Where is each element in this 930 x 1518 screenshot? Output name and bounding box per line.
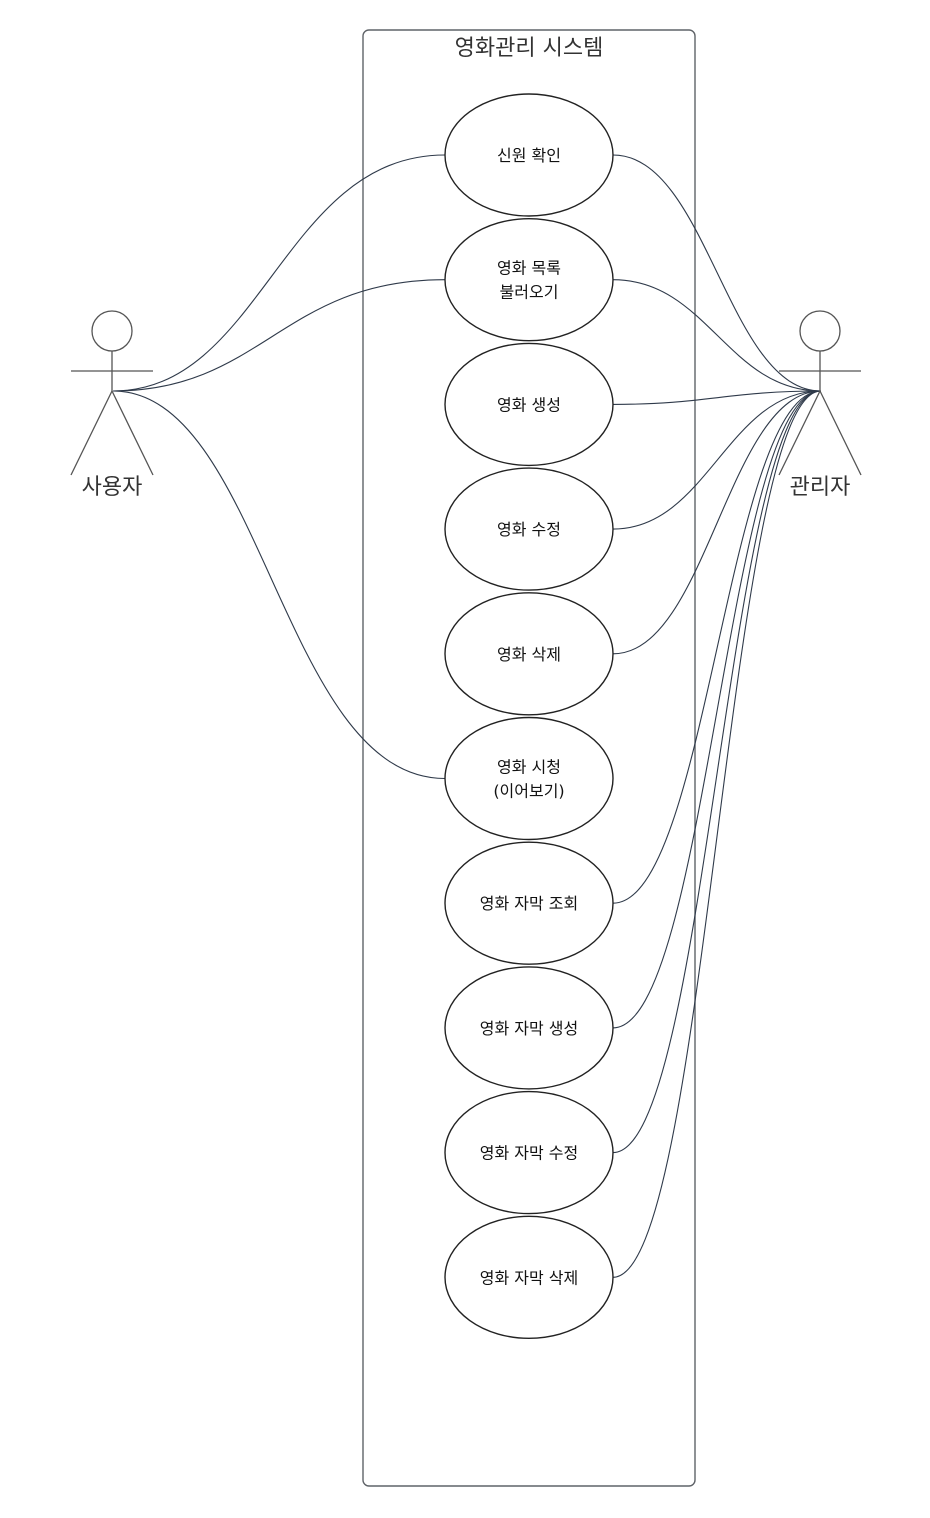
- use-case-label: 영화 자막 삭제: [480, 1268, 579, 1287]
- actor-user-name: 사용자: [82, 475, 143, 500]
- use-case-watch-movie[interactable]: 영화 시청 (이어보기): [444, 716, 614, 841]
- use-case-ellipse: [444, 218, 614, 342]
- actor-admin-name: 관리자: [790, 475, 851, 500]
- association-user-load-movie-list: [112, 279, 446, 392]
- actor-admin-head: [799, 310, 841, 352]
- use-case-edit-subtitles[interactable]: 영화 자막 수정: [444, 1090, 614, 1215]
- association-admin-load-movie-list: [612, 279, 822, 392]
- use-case-label: 영화 삭제: [497, 645, 561, 664]
- use-case-verify-identity[interactable]: 신원 확인: [444, 93, 614, 217]
- association-admin-delete-subtitles: [612, 390, 822, 1278]
- association-admin-verify-identity: [612, 154, 822, 392]
- use-case-label: 영화 시청: [497, 758, 561, 777]
- use-case-ellipse: [444, 1090, 614, 1215]
- use-case-label: (이어보기): [493, 782, 564, 801]
- use-case-delete-movie[interactable]: 영화 삭제: [444, 592, 614, 716]
- use-case-ellipse: [444, 966, 614, 1090]
- use-case-edit-movie[interactable]: 영화 수정: [444, 467, 614, 591]
- association-admin-view-subtitles: [612, 390, 822, 904]
- use-case-label: 영화 자막 생성: [480, 1019, 579, 1038]
- use-case-ellipse: [444, 841, 614, 965]
- actor-user[interactable]: 사용자: [70, 310, 154, 500]
- association-lines: [112, 154, 822, 1278]
- actor-admin[interactable]: 관리자: [778, 310, 862, 500]
- use-case-ellipse: [444, 342, 614, 467]
- association-user-watch-movie: [112, 390, 446, 780]
- association-user-verify-identity: [112, 154, 446, 392]
- use-case-ellipse: [444, 467, 614, 591]
- use-case-ellipse: [444, 1215, 614, 1340]
- use-case-ellipse: [444, 93, 614, 217]
- system-title: 영화관리 시스템: [455, 36, 604, 61]
- association-admin-edit-movie: [612, 390, 822, 530]
- use-case-label: 불러오기: [500, 283, 559, 302]
- use-case-label: 영화 목록: [497, 259, 561, 278]
- use-case-ellipse: [444, 592, 614, 716]
- use-case-label: 영화 수정: [497, 520, 561, 539]
- association-admin-delete-movie: [612, 390, 822, 655]
- use-case-ellipse: [444, 716, 614, 841]
- use-case-label: 신원 확인: [497, 146, 561, 165]
- use-case-create-subtitles[interactable]: 영화 자막 생성: [444, 966, 614, 1090]
- association-admin-create-subtitles: [612, 390, 822, 1029]
- use-case-label: 영화 자막 수정: [480, 1144, 579, 1163]
- use-case-delete-subtitles[interactable]: 영화 자막 삭제: [444, 1215, 614, 1340]
- actor-user-right-leg: [111, 390, 154, 476]
- actor-user-head: [91, 310, 133, 352]
- use-case-create-movie[interactable]: 영화 생성: [444, 342, 614, 467]
- actor-user-left-leg: [70, 390, 113, 476]
- actor-admin-left-leg: [778, 390, 821, 476]
- use-case-label: 영화 자막 조회: [480, 894, 579, 913]
- actor-admin-right-leg: [819, 390, 862, 476]
- use-case-view-subtitles[interactable]: 영화 자막 조회: [444, 841, 614, 965]
- association-admin-edit-subtitles: [612, 390, 822, 1154]
- association-admin-create-movie: [612, 390, 822, 405]
- use-case-label: 영화 생성: [497, 395, 561, 414]
